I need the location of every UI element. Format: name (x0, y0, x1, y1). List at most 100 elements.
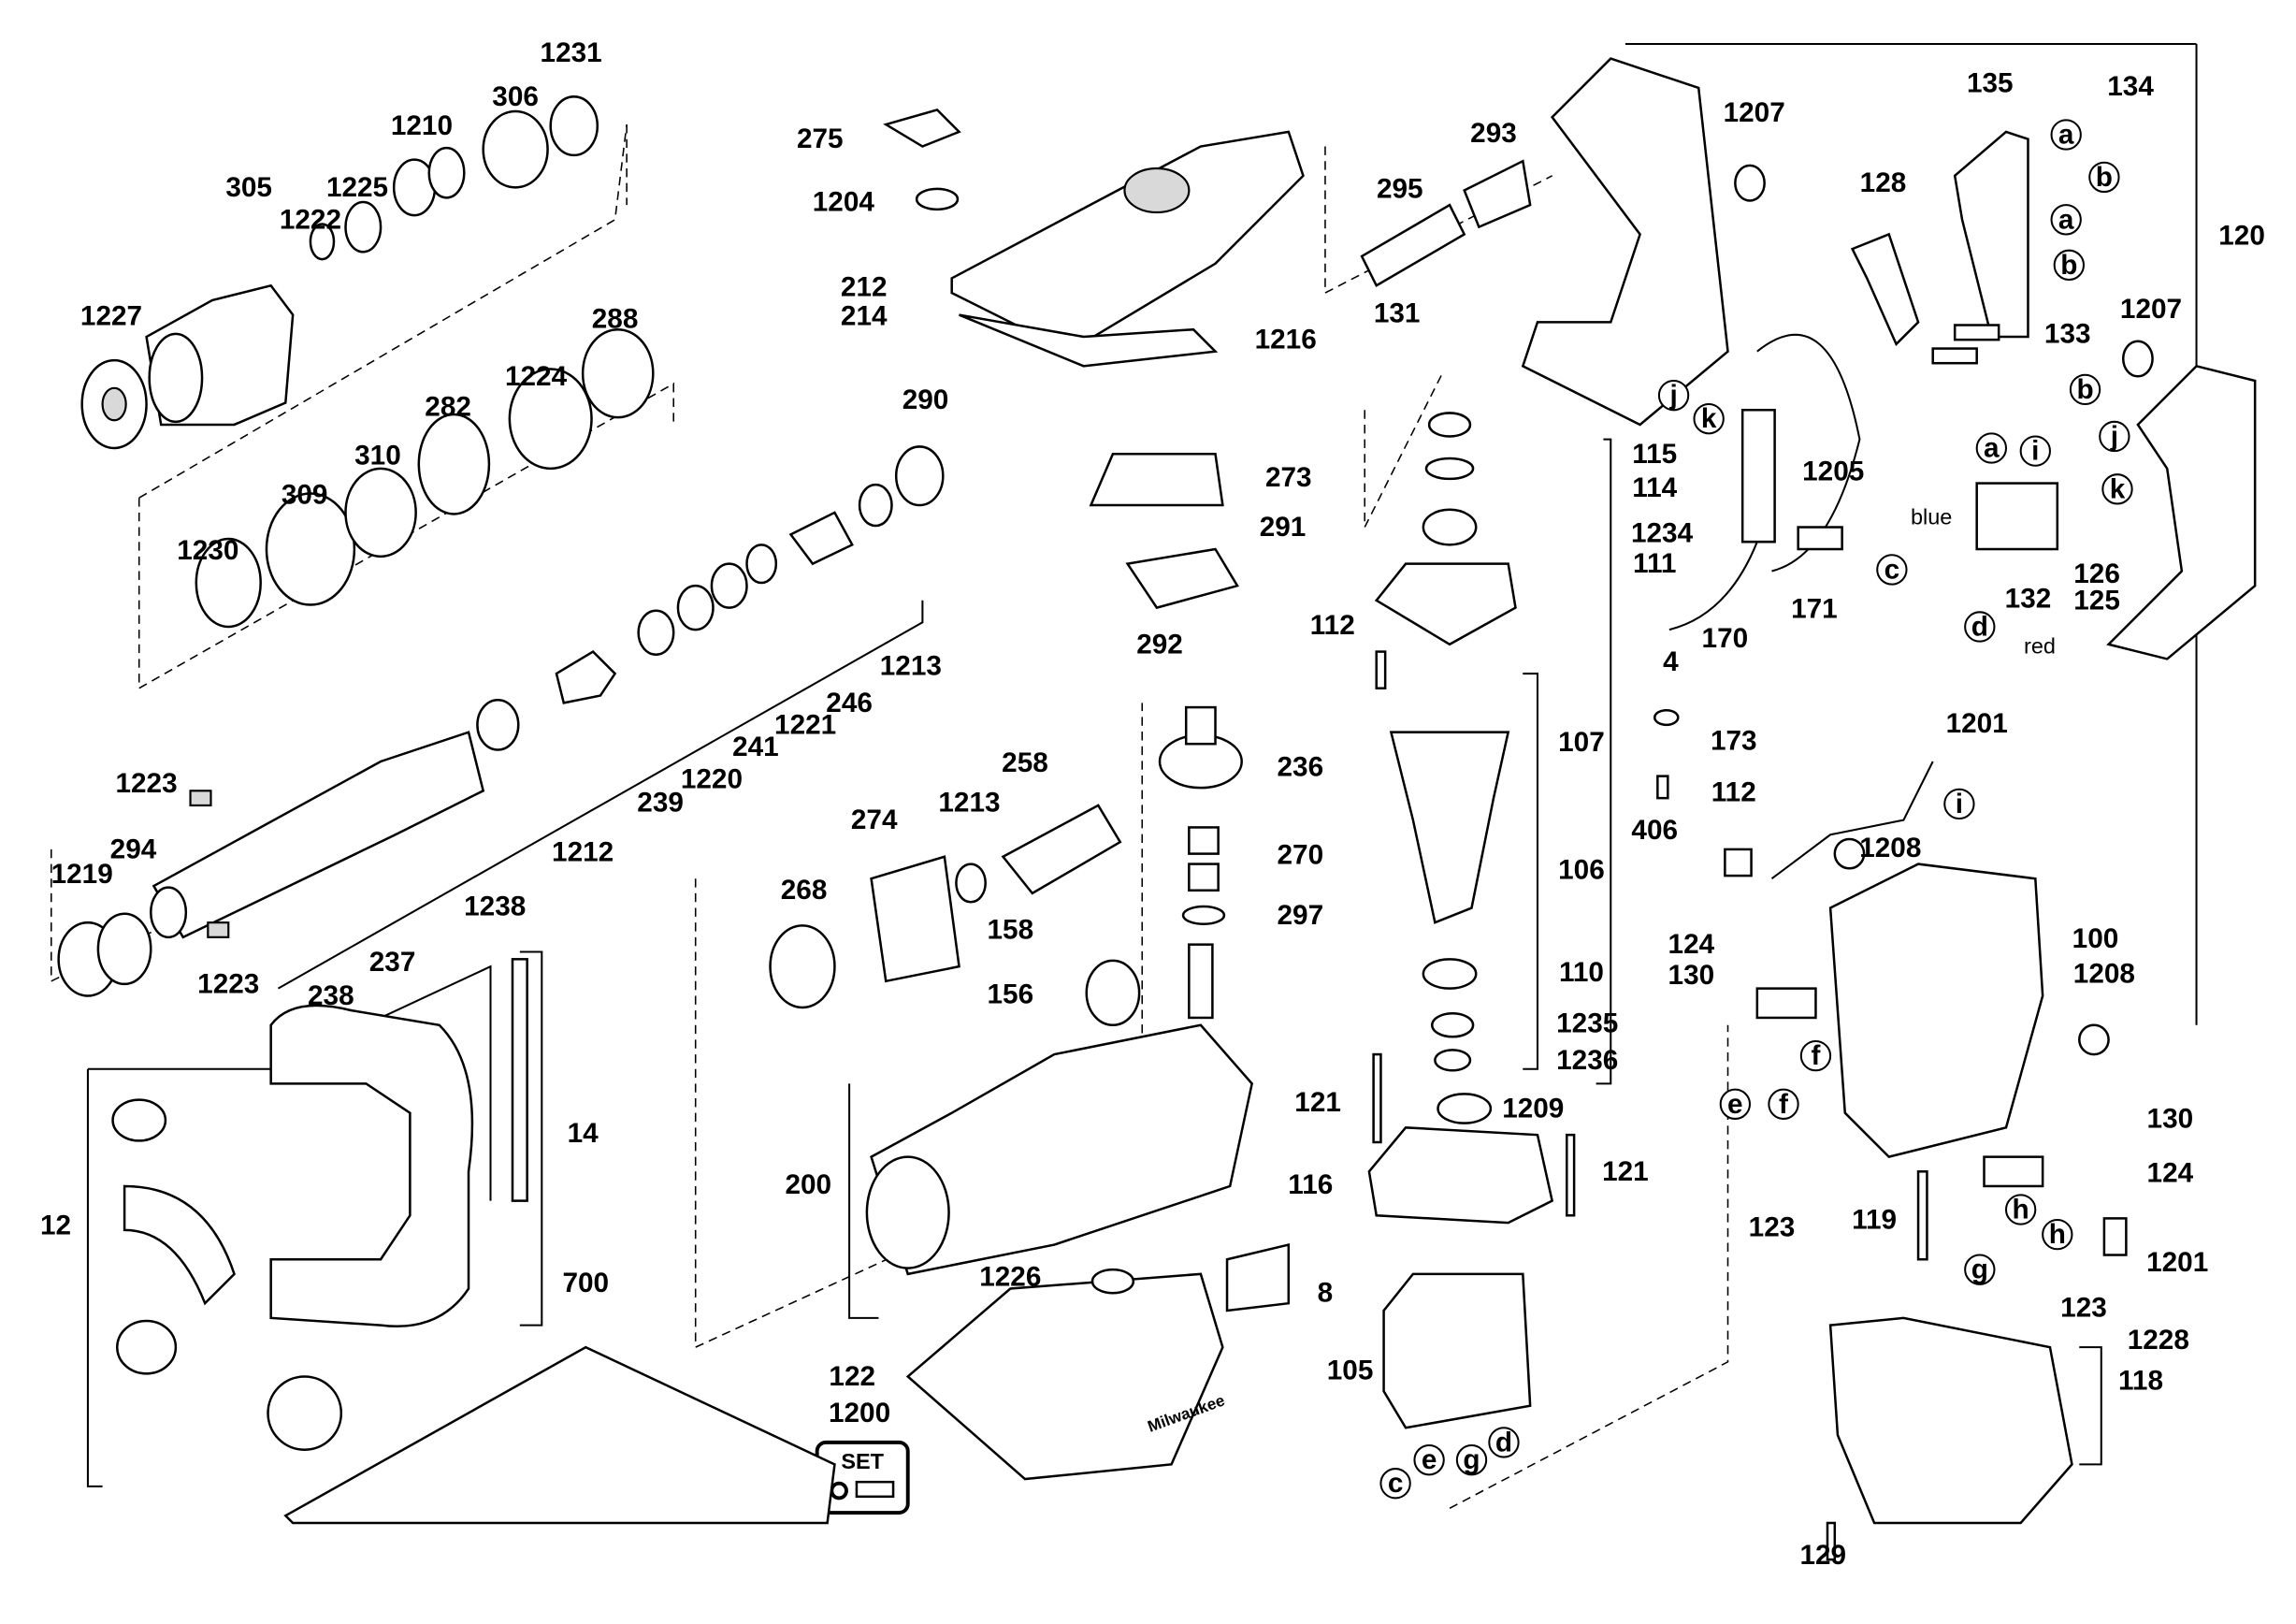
part-number-label: 1227 (80, 301, 142, 332)
part-number-label: 130 (2147, 1103, 2194, 1134)
part-1234 (1422, 508, 1478, 546)
part-number-label: 310 (354, 440, 401, 471)
part-number-label: 114 (1632, 472, 1677, 503)
part-112 (1375, 650, 1387, 689)
part-121 (1372, 1052, 1382, 1144)
part-309 (265, 492, 356, 606)
part-connector (1724, 848, 1753, 877)
part-133b (1931, 347, 1978, 365)
spindle-bracket-237 (277, 600, 924, 990)
part-number-label: 212 (841, 271, 888, 302)
part-268 (769, 924, 836, 1009)
part-number-label: 273 (1265, 462, 1312, 493)
part-246 (788, 511, 854, 566)
part-1221 (745, 544, 778, 585)
part-number-label: 268 (781, 875, 828, 906)
connector-callout-circle (1964, 611, 1996, 643)
part-111 (1374, 562, 1517, 646)
spindle-parts (57, 445, 945, 997)
part-115 (1427, 412, 1472, 438)
part-273 (1089, 453, 1224, 507)
part-number-label: 1213 (880, 651, 942, 682)
connector-callout-circle (2099, 420, 2130, 453)
part-number-label: 1219 (51, 859, 113, 890)
part-1201 (2102, 1217, 2128, 1256)
part-129 (1826, 1521, 1837, 1561)
connector-label-a: a (2058, 120, 2074, 151)
part-282 (417, 413, 491, 515)
connector-callout-circle (1975, 432, 2008, 464)
connector-callout-circle (1693, 403, 1725, 435)
connector-callout-circle (2050, 119, 2082, 151)
part-number-label: 130 (1668, 960, 1715, 991)
part-number-label: 1220 (681, 763, 743, 794)
part-clip-bottom (116, 1319, 178, 1375)
part-number-label: 1207 (2120, 294, 2182, 325)
connector-label-j: j (2110, 421, 2118, 452)
connector-label-c: c (1884, 554, 1900, 585)
part-294 (96, 912, 152, 986)
chuck-group-frame (138, 123, 628, 499)
part-number-label: 1224 (505, 361, 568, 392)
part-135 (1953, 130, 2029, 339)
part-number-label: 112 (1310, 610, 1355, 641)
part-number-label: 297 (1278, 900, 1324, 931)
part-number-label: 236 (1278, 752, 1324, 783)
connector-callout-circle (1379, 1468, 1411, 1500)
part-number-label: 238 (308, 980, 354, 1011)
part-number-label: 129 (1799, 1540, 1846, 1571)
connector-label-d: d (1971, 611, 1988, 642)
part-number-label: 291 (1260, 512, 1307, 543)
part-1235 (1430, 1011, 1475, 1038)
part-1205-cord-guard (1740, 409, 1776, 544)
part-number-label: 171 (1791, 594, 1838, 625)
part-133a (1953, 324, 2000, 341)
part-1207b (2121, 340, 2154, 378)
connector-label-j: j (1668, 380, 1677, 411)
part-number-label: 100 (2072, 923, 2119, 954)
connector-callout-circle (2019, 435, 2051, 467)
part-brush-holder (1755, 987, 1817, 1020)
part-1201-wire (1770, 761, 1934, 880)
connector-label-h: h (2013, 1195, 2029, 1225)
part-number-label: 123 (2060, 1292, 2107, 1323)
bracket-14 (519, 950, 543, 1327)
part-128 (1850, 232, 1920, 347)
connector-callout-circle (1657, 379, 1690, 412)
connector-callout-circle (1964, 1254, 1996, 1285)
part-158 (1188, 943, 1214, 1020)
part-number-label: 1213 (938, 787, 1000, 818)
armature-bracket-106 (1523, 673, 1538, 1070)
part-291 (1125, 547, 1239, 610)
part-number-label: 1235 (1556, 1008, 1618, 1039)
part-number-label: 120 (2218, 221, 2265, 252)
part-number-label: 1201 (1946, 708, 2008, 739)
part-number-label: 290 (903, 384, 949, 415)
part-number-label: 237 (369, 947, 416, 978)
part-156 (1085, 959, 1141, 1027)
case-bracket-left (86, 1068, 103, 1487)
part-number-label: 1204 (813, 187, 875, 218)
part-number-label: 1208 (2073, 958, 2135, 989)
connector-callout-circle (1768, 1088, 1799, 1120)
part-258 (1001, 804, 1122, 895)
part-212-cover (950, 130, 1305, 354)
part-number-label: 274 (851, 805, 898, 835)
part-241 (710, 562, 748, 609)
part-1208b (2078, 1023, 2110, 1056)
part-number-label: 1236 (1556, 1045, 1618, 1076)
connector-callout-circle (2069, 373, 2101, 406)
part-295-spring (1360, 203, 1466, 288)
part-121b (1566, 1133, 1576, 1217)
part-171 (1797, 526, 1843, 551)
part-number-label: 282 (425, 392, 471, 423)
part-number-label: 131 (1374, 297, 1421, 328)
part-number-label: 288 (592, 304, 639, 335)
part-number-label: 121 (1602, 1156, 1649, 1187)
part-1208 (1833, 837, 1866, 870)
part-number-label: 293 (1470, 118, 1517, 149)
part-310 (344, 467, 417, 558)
part-number-label: 128 (1860, 167, 1907, 198)
part-number-label: 170 (1702, 623, 1749, 654)
connector-callout-circle (2101, 473, 2133, 505)
